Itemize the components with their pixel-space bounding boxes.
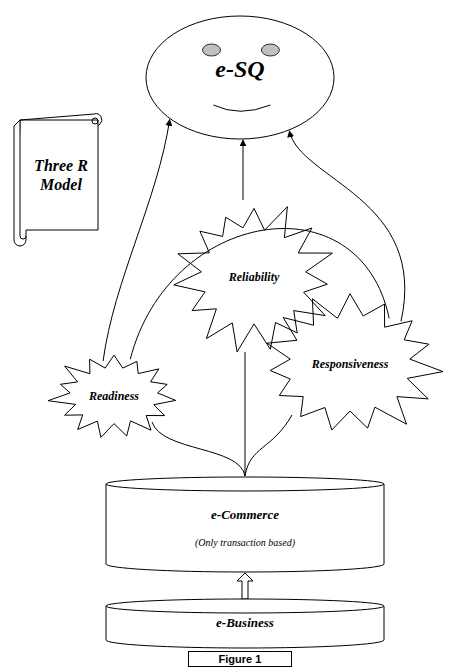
node-label: Reliability — [229, 270, 280, 285]
cylinder-platform: e-Commerce (Only transaction based) — [105, 476, 385, 572]
star-burst: Readiness — [46, 350, 182, 442]
smiley-ellipse: e-SQ — [145, 15, 335, 140]
connector-line — [289, 131, 404, 322]
node-note: (Only transaction based) — [195, 537, 295, 548]
node-label: e-Business — [216, 615, 274, 631]
star-burst: Reliability — [170, 198, 338, 356]
connector-line — [243, 140, 244, 200]
star-burst: Responsiveness — [252, 288, 448, 440]
cylinder-platform-outline — [105, 476, 385, 572]
connector-line — [245, 415, 292, 476]
cylinder-platform: e-Business — [105, 598, 385, 648]
node-label: e-SQ — [215, 56, 264, 83]
connector-line — [103, 120, 170, 362]
node-label: Three R Model — [30, 156, 92, 194]
connector-line — [237, 573, 253, 599]
node-label: e-Commerce — [211, 507, 279, 523]
scroll-banner: Three R Model — [12, 112, 104, 246]
connector-line — [245, 352, 246, 476]
figure-caption: Figure 1 — [188, 651, 293, 667]
node-label: Responsiveness — [312, 357, 389, 372]
connector-line — [152, 422, 245, 476]
node-label: Readiness — [89, 389, 139, 404]
